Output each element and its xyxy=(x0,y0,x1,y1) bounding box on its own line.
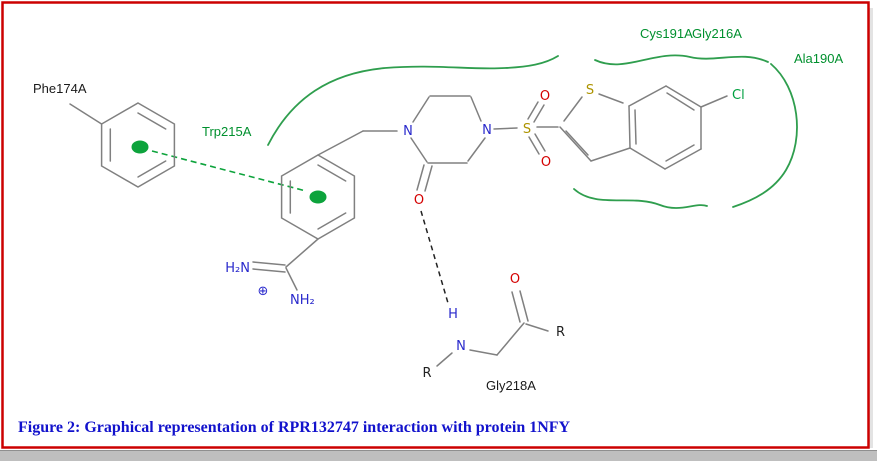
residue-label-gly216a: Gly216A xyxy=(692,26,742,41)
s-thiophene-label: S xyxy=(586,83,594,98)
h2n-amidinium-label: H₂N xyxy=(225,261,250,276)
piperazinone-ring xyxy=(317,95,486,192)
ring-centroid-dot-ligand xyxy=(309,190,327,204)
page-bottom-strip xyxy=(0,450,877,461)
o-sulfonyl-top-label: O xyxy=(540,89,550,104)
residue-labels: Phe174A Trp215A Cys191A Gly216A Ala190A … xyxy=(33,26,843,393)
benzothiophene-ring xyxy=(559,85,728,170)
lactam-carbonyl-bond xyxy=(416,164,425,191)
chlorine-bond xyxy=(700,95,728,108)
residue-label-phe174a: Phe174A xyxy=(33,81,87,96)
residue-label-ala190a: Ala190A xyxy=(794,51,843,66)
r-left-label: R xyxy=(422,366,431,381)
pi-pi-dashed-line xyxy=(151,150,307,192)
plus-charge-icon: ⊕ xyxy=(258,284,269,299)
atom-labels: N N S O O S Cl O O H₂N ⊕ NH₂ H N R R xyxy=(225,83,744,381)
hydrogen-bond-dashed-line xyxy=(420,210,449,304)
r-right-label: R xyxy=(556,325,565,340)
residue-label-trp215a: Trp215A xyxy=(202,124,252,139)
sulfonyl-group xyxy=(493,101,559,155)
figure-red-border xyxy=(1,1,870,449)
h-amide-label: H xyxy=(448,307,458,322)
cl-label: Cl xyxy=(732,88,745,103)
amidinium-group xyxy=(252,238,319,291)
methyl-bond xyxy=(69,103,103,125)
n-piperazine-right-label: N xyxy=(482,123,492,138)
hydrophobic-contact-curves xyxy=(267,54,798,209)
o-lactam-label: O xyxy=(414,193,424,208)
o-sulfonyl-bottom-label: O xyxy=(541,155,551,170)
o-glycine-label: O xyxy=(510,272,520,287)
gly218a-backbone xyxy=(436,290,549,367)
figure-caption: Figure 2: Graphical representation of RP… xyxy=(18,419,571,436)
residue-label-cys191a: Cys191A xyxy=(640,26,693,41)
s-sulfonyl-label: S xyxy=(523,122,531,137)
pi-stacking-interaction xyxy=(131,140,327,204)
residue-label-gly218a: Gly218A xyxy=(486,378,536,393)
ring-centroid-dot-phe xyxy=(131,140,149,154)
n-amide-label: N xyxy=(456,339,466,354)
n-piperazine-left-label: N xyxy=(403,124,413,139)
nh2-amidinium-label: NH₂ xyxy=(290,293,315,308)
phe174a-toluene-ring xyxy=(69,102,176,188)
frame-right-shadow xyxy=(869,8,873,448)
